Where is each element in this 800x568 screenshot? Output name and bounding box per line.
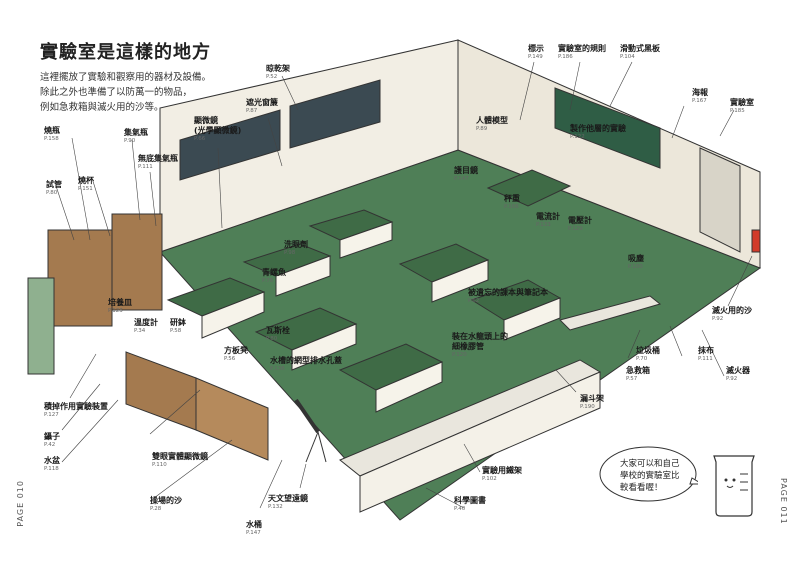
beaker-mascot-icon: [713, 455, 755, 517]
intro-line: 除此之外也準備了以防萬一的物品，: [40, 87, 193, 98]
bubble-line: 大家可以和自己: [620, 459, 680, 469]
speech-bubble: [599, 446, 698, 502]
bubble-text: 大家可以和自己 學校的實驗室比 較看看喔！: [620, 458, 698, 494]
bubble-line: 較看看喔！: [620, 483, 663, 493]
intro-line: 例如急救箱與滅火用的沙等。: [40, 102, 164, 113]
blackboard: [554, 87, 661, 169]
bubble-line: 學校的實驗室比: [620, 471, 680, 481]
page-title: 實驗室是這樣的地方: [40, 42, 211, 63]
extinguisher-icon: [751, 229, 761, 253]
intro-text: 這裡擺放了實驗和觀察用的器材及設備。 除此之外也準備了以防萬一的物品， 例如急救…: [40, 70, 270, 115]
intro-line: 這裡擺放了實驗和觀察用的器材及設備。: [40, 72, 212, 83]
page-number-right: PAGE 011: [779, 478, 788, 525]
label-microscope: 顯微鏡(光學顯微鏡)P.66: [194, 116, 242, 142]
